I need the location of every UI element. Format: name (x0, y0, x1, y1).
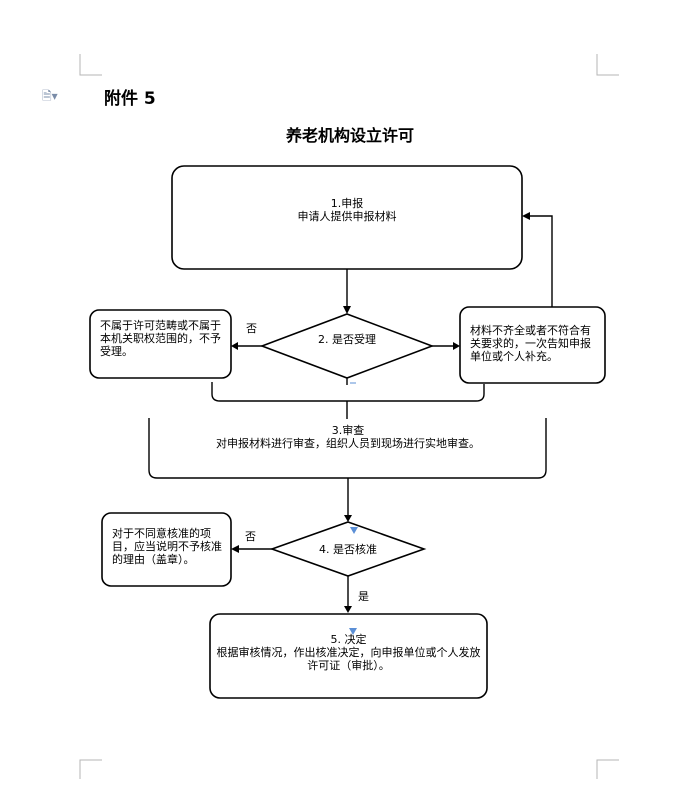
step2-text: 2. 是否受理 (318, 333, 376, 346)
arrowhead-3-4 (344, 515, 352, 522)
reject2-box (101, 512, 232, 587)
step5-number: 5. 决定 (330, 633, 367, 646)
step5-text: 5. 决定 根据审核情况，作出核准决定，向申报单位或个人发放许可证（审批）。 (214, 633, 483, 672)
arrowhead-2-supplement (453, 342, 460, 350)
step1-description: 申请人提供申报材料 (297, 210, 397, 223)
supplement-text: 材料不齐全或者不符合有关要求的，一次告知申报单位或个人补充。 (470, 324, 591, 363)
step3-number: 3.审查 (331, 424, 365, 437)
reject2-text: 对于不同意核准的项目，应当说明不予核准的理由（盖章）。 (112, 527, 222, 566)
feedback-arrowhead (522, 212, 530, 220)
reject1-box (89, 309, 232, 379)
step1-text: 1.申报 申请人提供申报材料 (172, 197, 522, 223)
step5-description: 根据审核情况，作出核准决定，向申报单位或个人发放许可证（审批）。 (216, 646, 481, 672)
step2-diamond (259, 313, 435, 379)
crop-marks (79, 54, 619, 779)
step3-description: 对申报材料进行审查，组织人员到现场进行实地审查。 (216, 437, 480, 450)
arrowhead-4-reject (231, 545, 239, 553)
yes-label: 是 (358, 590, 369, 603)
arrowhead-1-2 (343, 306, 351, 314)
step1-number: 1.申报 (330, 197, 364, 210)
no-label-2: 否 (245, 530, 256, 543)
upper-bracket (211, 382, 485, 402)
step5-box (209, 613, 488, 699)
arrowhead-2-reject (231, 342, 238, 350)
no-label-1: 否 (246, 322, 257, 335)
feedback-line (530, 215, 553, 307)
blue-marker-5 (349, 628, 357, 635)
step4-text: 4. 是否核准 (319, 543, 377, 556)
arrowhead-4-5 (344, 606, 352, 613)
annex-label: 附件 5 (104, 89, 156, 109)
supplement-box (459, 306, 606, 384)
document-icon[interactable]: 🗎▾ (42, 89, 58, 103)
reject1-text: 不属于许可范畴或不属于本机关职权范围的，不予受理。 (100, 319, 221, 358)
step3-text: 3.审查 对申报材料进行审查，组织人员到现场进行实地审查。 (150, 424, 546, 450)
blue-marker-4 (350, 527, 358, 534)
page-title: 养老机构设立许可 (285, 126, 414, 145)
